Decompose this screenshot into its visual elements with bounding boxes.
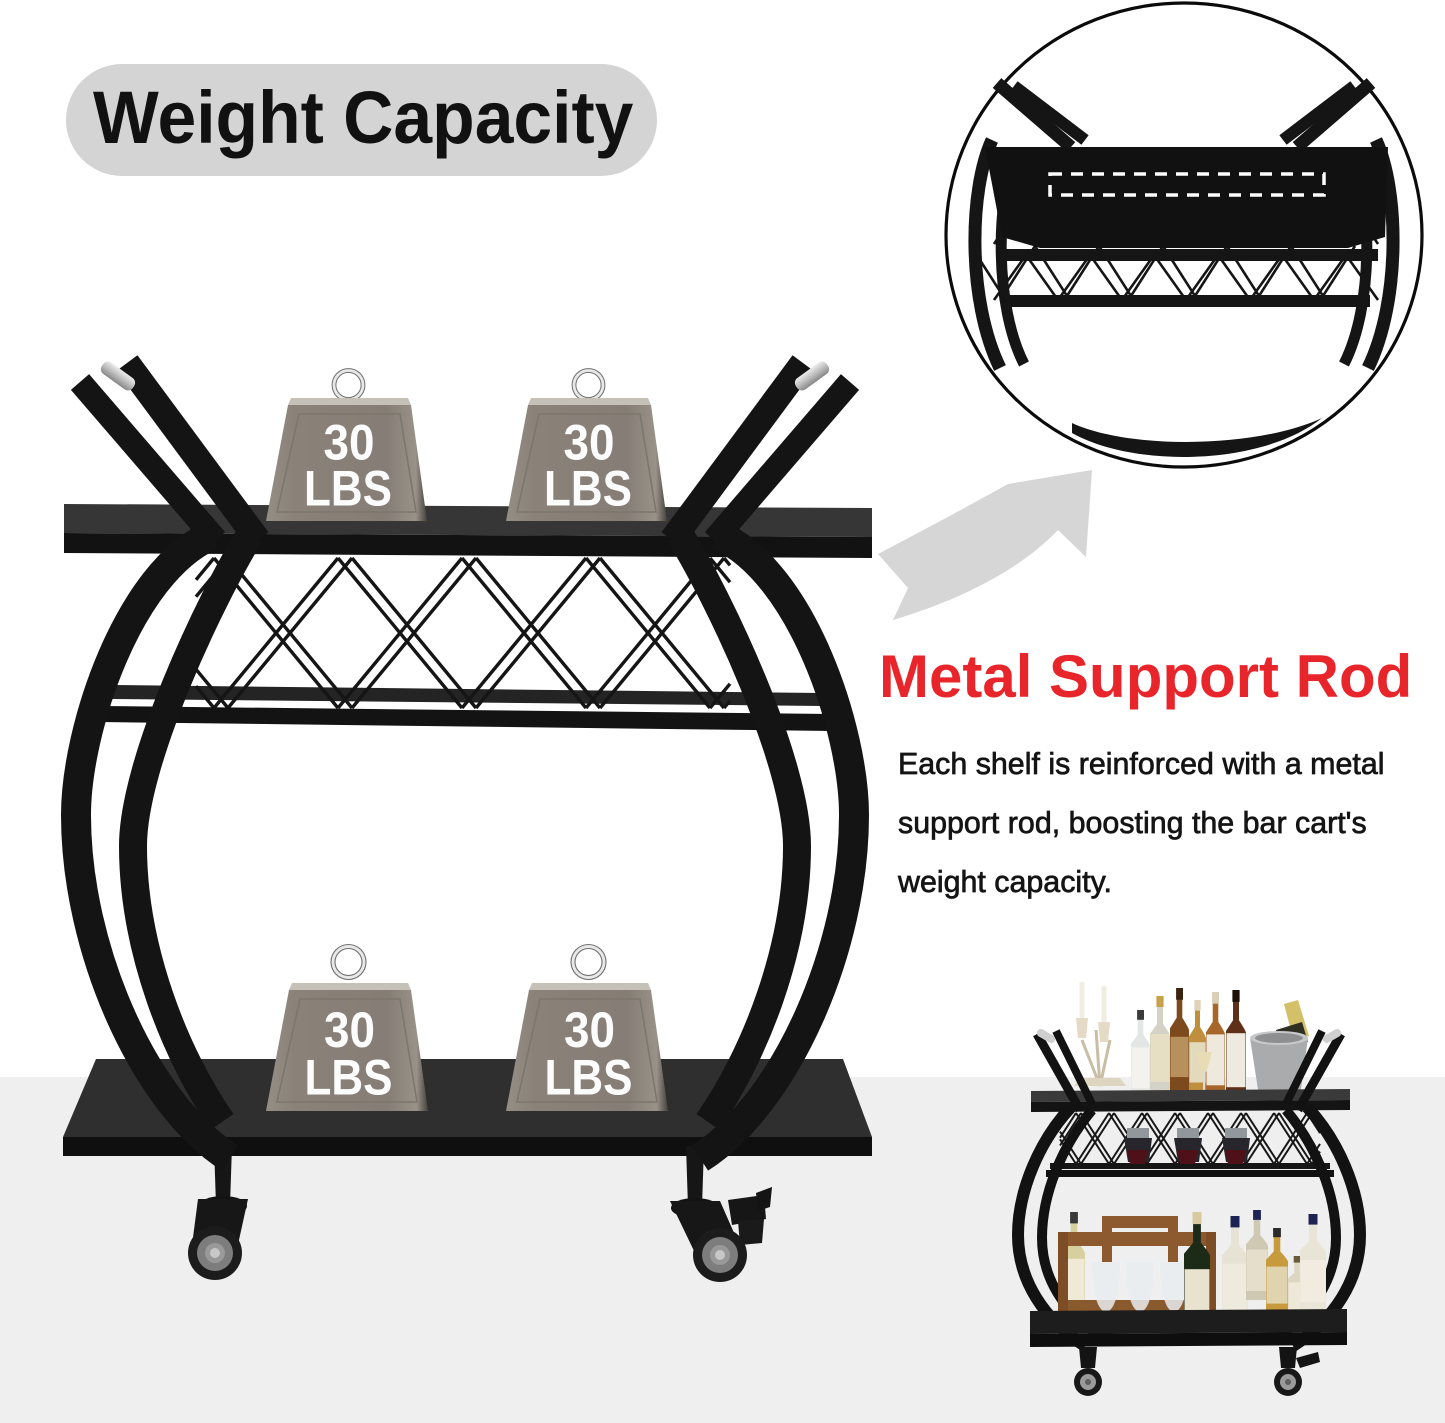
svg-text:LBS: LBS: [305, 1050, 393, 1106]
svg-text:30: 30: [324, 1002, 375, 1058]
svg-text:LBS: LBS: [544, 460, 632, 516]
svg-text:30: 30: [564, 415, 615, 471]
svg-text:LBS: LBS: [545, 1050, 633, 1106]
svg-text:LBS: LBS: [304, 460, 392, 516]
svg-text:30: 30: [324, 415, 375, 471]
svg-text:30: 30: [564, 1002, 615, 1058]
